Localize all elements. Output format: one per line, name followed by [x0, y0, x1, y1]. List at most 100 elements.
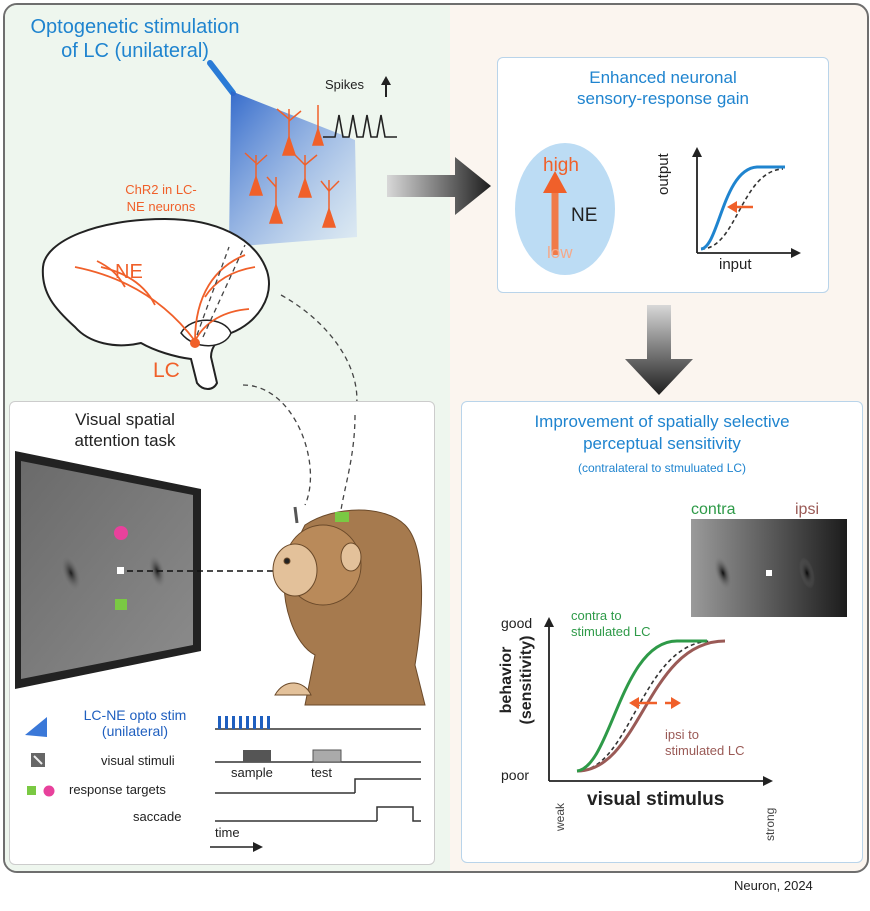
monitor-screen: [21, 461, 193, 679]
neurons: [244, 105, 340, 228]
contra-note: contra to stimulated LC: [571, 608, 650, 640]
ne-brain-label: NE: [115, 261, 143, 283]
legend-response-label: response targets: [69, 782, 166, 797]
lc-label: LC: [153, 359, 180, 382]
headpost: [335, 512, 349, 522]
panel-arrows: [387, 157, 693, 395]
sample-label: sample: [231, 765, 273, 780]
weak-label: weak: [553, 802, 567, 831]
task-title: Visual spatial attention task: [25, 409, 225, 451]
light-cone: [229, 91, 357, 247]
curve-ipsi: [576, 639, 726, 773]
legend-visual-label: visual stimuli: [101, 753, 175, 768]
gain-graphic: [515, 143, 801, 275]
chr2-label-line1: ChR2 in LC-: [125, 182, 197, 197]
gain-curve-enhanced: [700, 165, 785, 251]
contra-label: contra: [691, 501, 736, 518]
legend-opto-icon: [25, 717, 47, 737]
improve-title-line2: perceptual sensitivity: [583, 434, 741, 453]
chr2-label: ChR2 in LC- NE neurons: [101, 181, 221, 215]
contra-shift-arrow-head: [629, 697, 639, 709]
improve-title-line1: Improvement of spatially selective: [534, 412, 790, 431]
legend-response-square: [27, 786, 36, 795]
chr2-label-line2: NE neurons: [126, 199, 196, 214]
gabor-left: [60, 553, 82, 593]
poor-label: poor: [501, 767, 530, 783]
behavior-ylabel-line1: behavior: [498, 646, 515, 714]
arrow-down: [625, 305, 693, 395]
opto-title: Optogenetic stimulation of LC (unilatera…: [15, 15, 255, 63]
improve-panel: [461, 401, 863, 863]
target-magenta: [114, 526, 128, 540]
strong-label: strong: [763, 807, 777, 841]
monkey-fiber: [293, 506, 299, 524]
fixation-point: [117, 567, 124, 574]
legend-opto-label: LC-NE opto stim (unilateral): [55, 707, 215, 739]
figure-frame: Optogenetic stimulation of LC (unilatera…: [3, 3, 869, 873]
gain-y-axis-head: [692, 147, 702, 157]
opto-title-line2: of LC (unilateral): [61, 40, 209, 62]
gain-title: Enhanced neuronal sensory-response gain: [497, 67, 829, 109]
test-label: test: [311, 765, 332, 780]
legend-visual-icon-stripe: [33, 755, 43, 765]
sample-stimulus: [243, 750, 271, 762]
good-label: good: [501, 615, 533, 631]
time-label: time: [215, 825, 240, 840]
arrow-right: [387, 157, 491, 215]
spikes-up-arrow-head: [381, 76, 391, 85]
time-arrow-head: [253, 842, 263, 852]
guide-line-2: [202, 244, 246, 338]
optic-fiber: [207, 60, 236, 96]
ipsi-note-line2: stimulated LC: [665, 743, 745, 758]
stimulus-gabor-contra: [713, 555, 733, 591]
curve-contra: [576, 639, 707, 773]
behavior-ylabel-line2: (sensitivity): [518, 635, 535, 725]
spikes-label: Spikes: [325, 77, 365, 92]
guide-curve-2: [242, 384, 312, 506]
spike-trace: [323, 114, 397, 138]
legend-opto-line1: LC-NE opto stim: [83, 707, 187, 723]
gain-input-label: input: [719, 256, 752, 273]
gain-high-label: high: [543, 155, 579, 176]
gain-title-line1: Enhanced neuronal: [589, 68, 737, 87]
opto-pulses: [218, 716, 270, 729]
gain-curve-baseline: [700, 168, 784, 250]
task-illustration: [15, 384, 426, 852]
stimulus-gabor-ipsi: [799, 557, 815, 589]
gain-ne-label: NE: [571, 205, 598, 226]
ipsi-no-shift-head: [671, 697, 681, 709]
target-green: [115, 599, 127, 610]
ne-arrow-head: [543, 171, 567, 193]
ne-projections: [74, 254, 256, 342]
legend-saccade-label: saccade: [133, 809, 182, 824]
test-stimulus: [312, 749, 342, 763]
guide-curve-1: [280, 294, 358, 405]
contra-note-line2: stimulated LC: [571, 624, 651, 639]
ipsi-note: ipsi to stimulated LC: [665, 727, 744, 759]
behavior-ylabel: behavior (sensitivity): [497, 605, 537, 755]
gain-output-label: output: [655, 153, 672, 195]
gain-x-axis-head: [791, 248, 801, 258]
ipsi-note-line1: ipsi to: [665, 727, 699, 742]
monkey: [272, 509, 426, 706]
lc-marker: [190, 338, 200, 348]
contra-note-line1: contra to: [571, 608, 622, 623]
task-title-line1: Visual spatial: [75, 410, 175, 429]
opto-title-line1: Optogenetic stimulation: [30, 16, 240, 38]
legend-opto-line2: (unilateral): [101, 723, 169, 739]
stimulus-fixation: [766, 570, 772, 576]
task-title-line2: attention task: [74, 431, 176, 450]
psy-x-axis-head: [763, 776, 773, 786]
citation: Neuron, 2024: [734, 878, 813, 893]
gain-title-line2: sensory-response gain: [577, 89, 749, 108]
ne-ellipse: [515, 143, 615, 275]
improve-subtitle: (contralateral to stmuluated LC): [577, 461, 747, 475]
improve-title: Improvement of spatially selective perce…: [461, 411, 863, 455]
legend-response-dot: [43, 785, 55, 797]
psy-y-axis-head: [544, 617, 554, 627]
guide-curve-3: [340, 414, 356, 511]
gain-shift-arrow-head: [727, 201, 737, 213]
visual-stimulus-xlabel: visual stimulus: [587, 789, 725, 810]
guide-line-1: [196, 246, 230, 336]
improve-graphic: [544, 519, 847, 786]
